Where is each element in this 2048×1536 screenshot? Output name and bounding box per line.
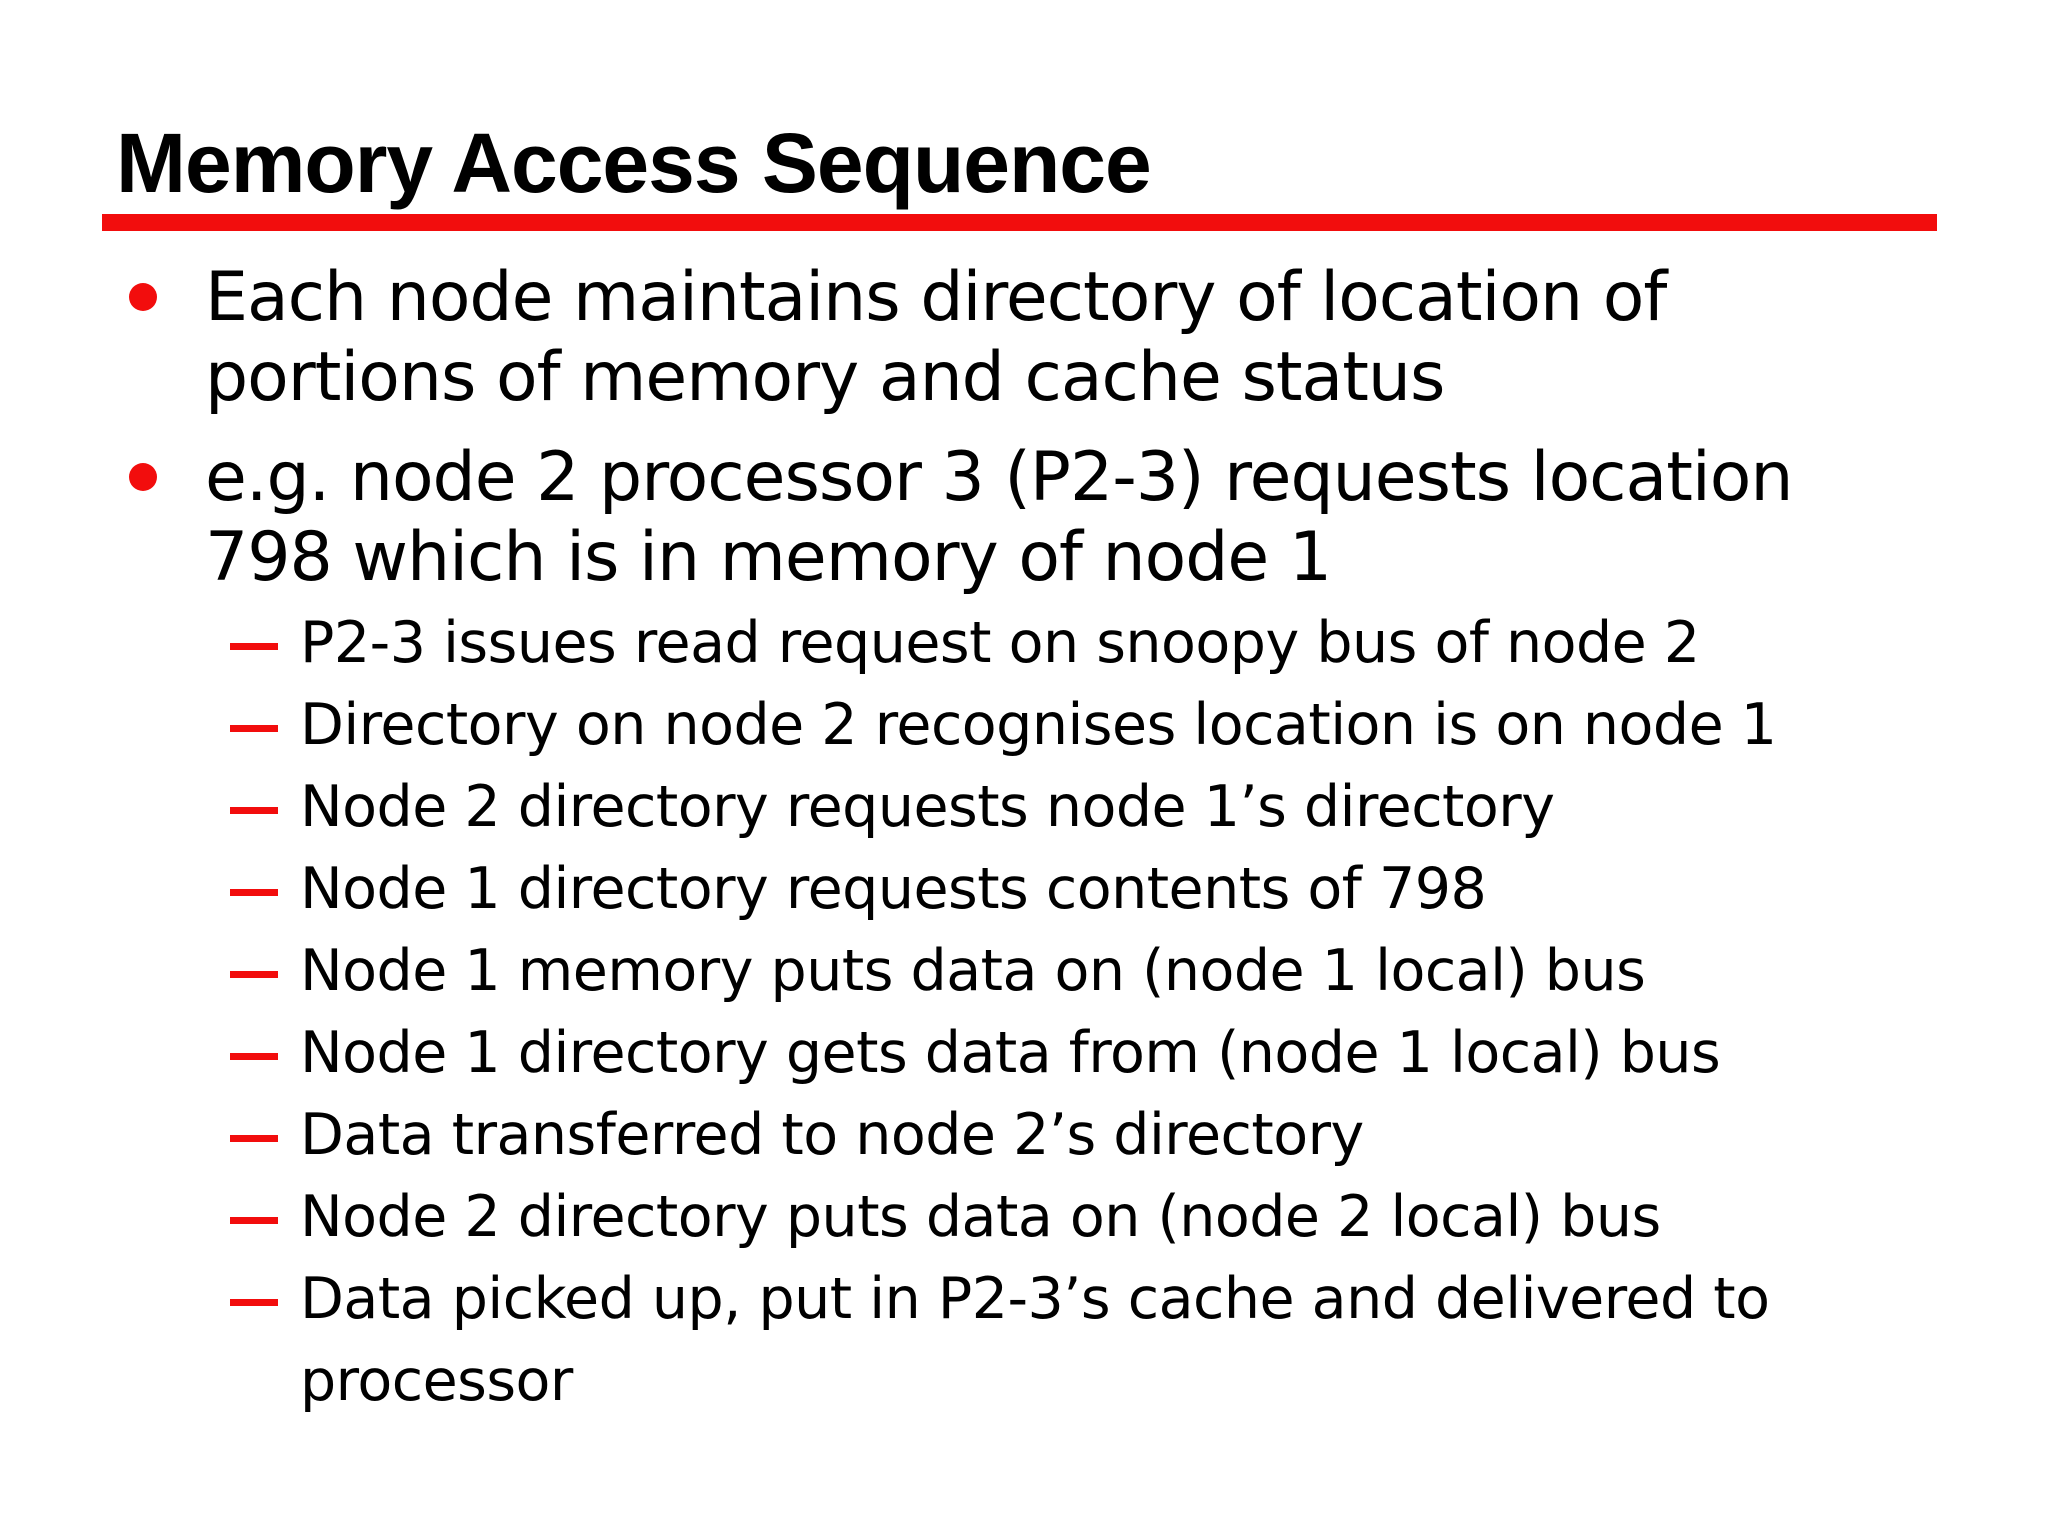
sub-bullet-item: Directory on node 2 recognises location … — [230, 684, 1995, 766]
sub-bullet-item: Node 2 directory requests node 1’s direc… — [230, 766, 1995, 848]
dash-bullet-icon — [230, 1217, 278, 1224]
sub-bullet-item: Node 1 memory puts data on (node 1 local… — [230, 930, 1995, 1012]
slide-body: Each node maintains directory of locatio… — [129, 258, 1995, 1422]
dash-bullet-icon — [230, 971, 278, 978]
sub-bullet-line: Data transferred to node 2’s directory — [300, 1102, 1364, 1168]
dash-bullet-icon — [230, 1299, 278, 1306]
sub-bullet-line: P2-3 issues read request on snoopy bus o… — [300, 610, 1700, 676]
sub-bullet-item: P2-3 issues read request on snoopy bus o… — [230, 602, 1995, 684]
sub-bullet-line: Directory on node 2 recognises location … — [300, 692, 1777, 758]
sub-bullet-line: Data picked up, put in P2-3’s cache and … — [300, 1266, 1770, 1332]
sub-bullet-list: P2-3 issues read request on snoopy bus o… — [230, 602, 1995, 1422]
dash-bullet-icon — [230, 643, 278, 650]
title-underline-rule — [102, 214, 1937, 231]
dash-bullet-icon — [230, 1053, 278, 1060]
sub-bullet-line: Node 2 directory puts data on (node 2 lo… — [300, 1184, 1661, 1250]
bullet-dot-icon — [129, 283, 157, 311]
sub-bullet-line: Node 1 directory gets data from (node 1 … — [300, 1020, 1721, 1086]
dash-bullet-icon — [230, 725, 278, 732]
bullet-line: Each node maintains directory of locatio… — [205, 258, 1667, 337]
dash-bullet-icon — [230, 807, 278, 814]
bullet-line: 798 which is in memory of node 1 — [205, 518, 1332, 597]
sub-bullet-item: Data transferred to node 2’s directory — [230, 1094, 1995, 1176]
dash-bullet-icon — [230, 1135, 278, 1142]
bullet-item: Each node maintains directory of locatio… — [129, 258, 1995, 418]
bullet-line: e.g. node 2 processor 3 (P2-3) requests … — [205, 438, 1793, 517]
sub-bullet-item: Data picked up, put in P2-3’s cache and … — [230, 1258, 1995, 1422]
bullet-item: e.g. node 2 processor 3 (P2-3) requests … — [129, 438, 1995, 598]
sub-bullet-line: Node 1 memory puts data on (node 1 local… — [300, 938, 1646, 1004]
sub-bullet-item: Node 2 directory puts data on (node 2 lo… — [230, 1176, 1995, 1258]
bullet-dot-icon — [129, 463, 157, 491]
sub-bullet-item: Node 1 directory gets data from (node 1 … — [230, 1012, 1995, 1094]
dash-bullet-icon — [230, 889, 278, 896]
bullet-line: portions of memory and cache status — [205, 338, 1445, 417]
sub-bullet-line: Node 1 directory requests contents of 79… — [300, 856, 1487, 922]
page-title: Memory Access Sequence — [116, 116, 1152, 210]
sub-bullet-line: processor — [300, 1348, 573, 1414]
sub-bullet-line: Node 2 directory requests node 1’s direc… — [300, 774, 1555, 840]
sub-bullet-item: Node 1 directory requests contents of 79… — [230, 848, 1995, 930]
